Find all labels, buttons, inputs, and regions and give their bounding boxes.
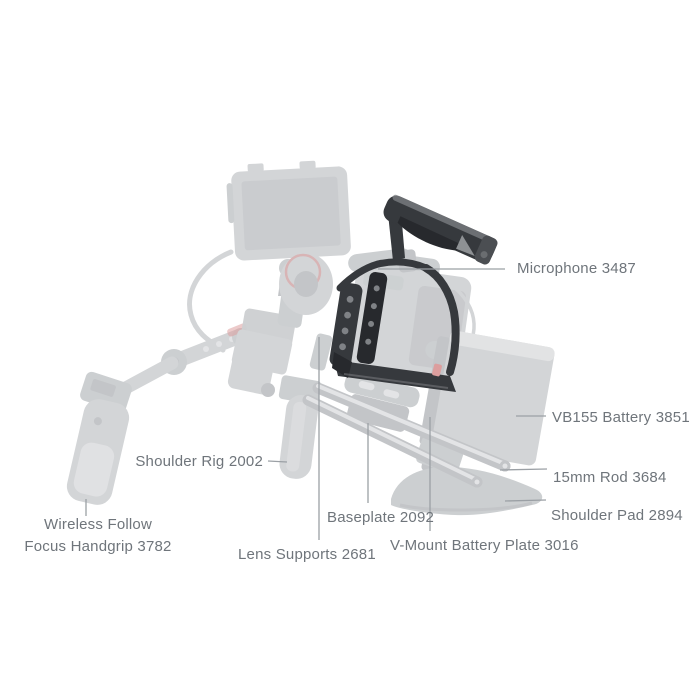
follow-focus-motor-ghost [227,333,279,397]
label-lens-supports: Lens Supports 2681 [238,546,376,563]
label-wireless-follow-focus: Wireless Follow Focus Handgrip 3782 [20,514,176,558]
monitor-ghost [226,160,351,261]
leader-lines [85,268,548,540]
camera-cage-dark [329,258,460,392]
top-handle-dark [383,194,498,265]
follow-focus-handgrip-ghost [66,371,132,505]
shoulder-pad-ghost [391,466,543,516]
lens-support-ghost [309,333,333,371]
label-v-mount-plate: V-Mount Battery Plate 3016 [390,537,579,554]
battery-ghost [419,330,555,466]
cage-red-tab [432,363,442,377]
rods-ghost [302,382,511,488]
label-15mm-rod: 15mm Rod 3684 [553,469,667,486]
label-vb155-battery: VB155 Battery 3851 [552,409,690,426]
label-line-1: Wireless Follow [43,516,152,533]
label-shoulder-pad: Shoulder Pad 2894 [551,507,683,524]
label-shoulder-rig: Shoulder Rig 2002 [135,453,263,470]
label-baseplate: Baseplate 2092 [327,509,435,526]
lens-ghost [279,253,333,315]
label-microphone: Microphone 3487 [517,260,636,277]
label-line-2: Focus Handgrip 3782 [24,538,172,555]
rig-grip-ghost [279,395,319,479]
